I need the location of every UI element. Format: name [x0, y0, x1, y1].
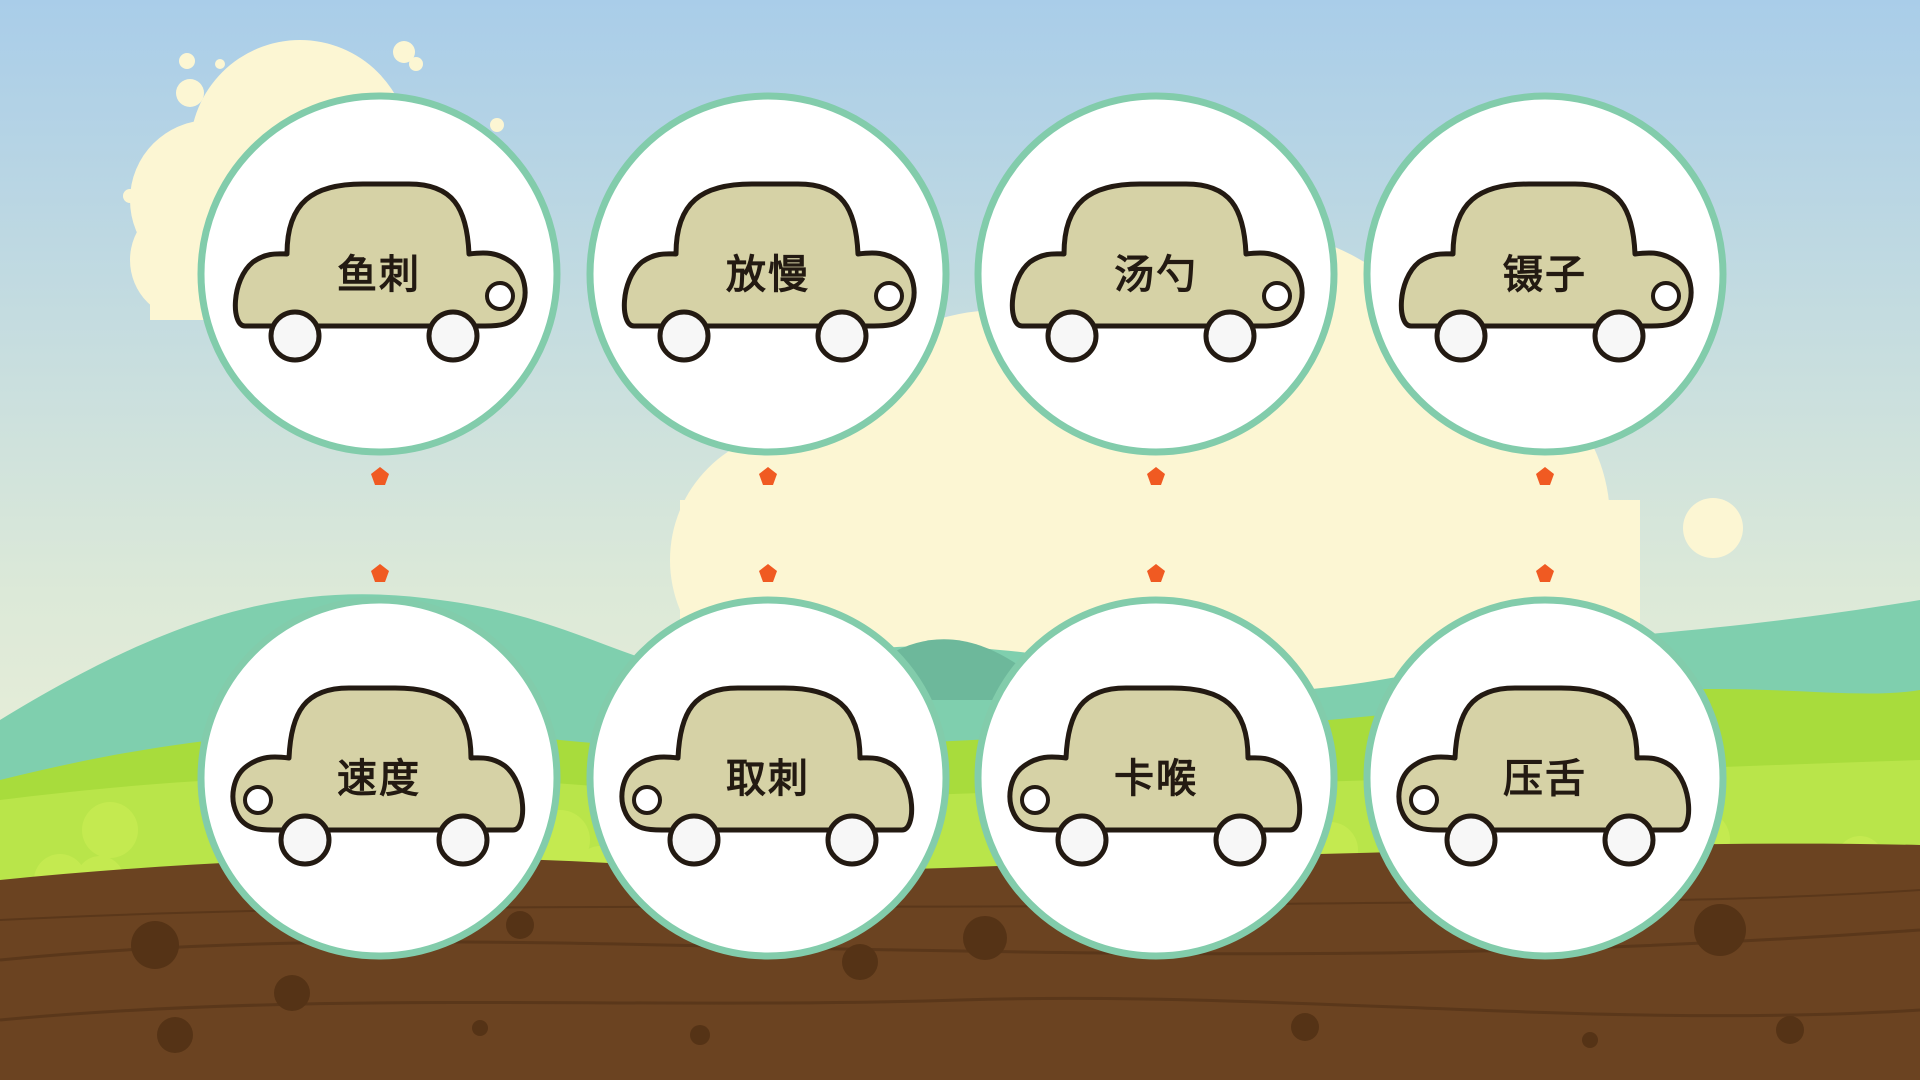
soil-stripe-2	[0, 996, 1920, 1022]
word-label: 取刺	[726, 755, 810, 802]
car-icon	[1398, 181, 1694, 363]
connector-dot-top-4[interactable]	[1535, 466, 1555, 486]
word-label: 放慢	[726, 251, 810, 298]
word-label: 鱼刺	[337, 251, 421, 298]
word-card-top-1[interactable]: 鱼刺	[195, 90, 563, 458]
car-icon	[1007, 685, 1303, 867]
word-label: 压舌	[1503, 755, 1587, 802]
word-label: 卡喉	[1114, 755, 1198, 802]
soil-stones	[131, 904, 1804, 1053]
car-icon	[1009, 181, 1305, 363]
word-card-bottom-3[interactable]: 卡喉	[972, 594, 1340, 962]
word-card-bottom-1[interactable]: 速度	[195, 594, 563, 962]
word-card-top-2[interactable]: 放慢	[584, 90, 952, 458]
connector-dot-bottom-2[interactable]	[758, 563, 778, 583]
word-label: 速度	[337, 755, 421, 802]
word-card-top-3[interactable]: 汤勺	[972, 90, 1340, 458]
word-label: 汤勺	[1114, 251, 1198, 298]
connector-dot-top-3[interactable]	[1146, 466, 1166, 486]
word-card-bottom-2[interactable]: 取刺	[584, 594, 952, 962]
car-icon	[621, 181, 917, 363]
connector-dot-top-2[interactable]	[758, 466, 778, 486]
word-card-bottom-4[interactable]: 压舌	[1361, 594, 1729, 962]
car-icon	[619, 685, 915, 867]
car-icon	[232, 181, 528, 363]
connector-dot-bottom-1[interactable]	[370, 563, 390, 583]
word-card-top-4[interactable]: 镊子	[1361, 90, 1729, 458]
car-icon	[230, 685, 526, 867]
word-label: 镊子	[1503, 251, 1587, 298]
connector-dot-bottom-3[interactable]	[1146, 563, 1166, 583]
connector-dot-bottom-4[interactable]	[1535, 563, 1555, 583]
connector-dot-top-1[interactable]	[370, 466, 390, 486]
car-icon	[1396, 685, 1692, 867]
